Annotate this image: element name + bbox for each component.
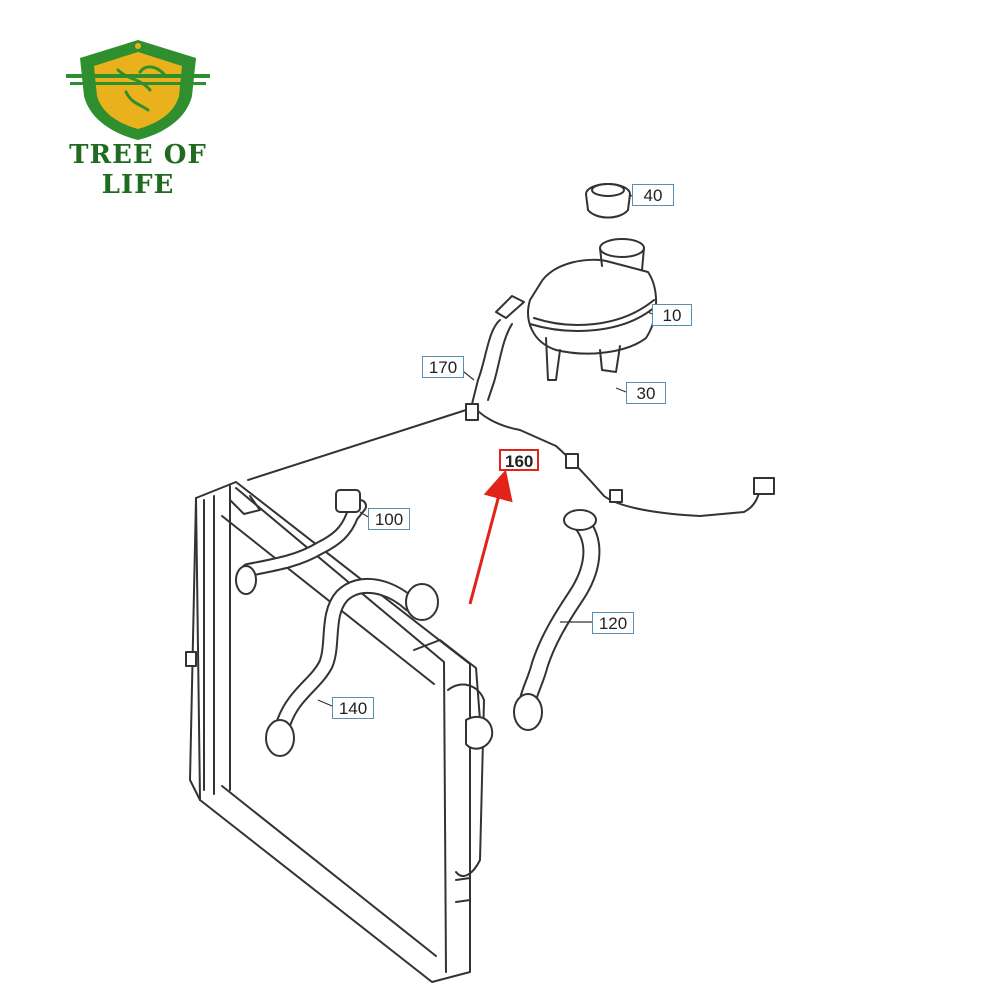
lower-hose	[265, 577, 439, 757]
callout-100: 100	[368, 508, 410, 530]
bleed-hose-line	[247, 319, 775, 517]
brand-name: TREE OF LIFE	[69, 140, 207, 200]
callout-120: 120	[592, 612, 634, 634]
return-hose	[513, 509, 601, 731]
expansion-tank	[495, 238, 658, 381]
callout-160: 160	[499, 449, 539, 471]
callout-30: 30	[626, 382, 666, 404]
callout-40: 40	[632, 184, 674, 206]
pointer-arrow	[468, 469, 513, 605]
radiator	[185, 481, 494, 983]
shield-tree-icon	[66, 40, 210, 140]
reservoir-cap	[585, 183, 631, 219]
callout-140: 140	[332, 697, 374, 719]
callout-10: 10	[652, 304, 692, 326]
upper-hose	[235, 489, 367, 595]
callout-170: 170	[422, 356, 464, 378]
